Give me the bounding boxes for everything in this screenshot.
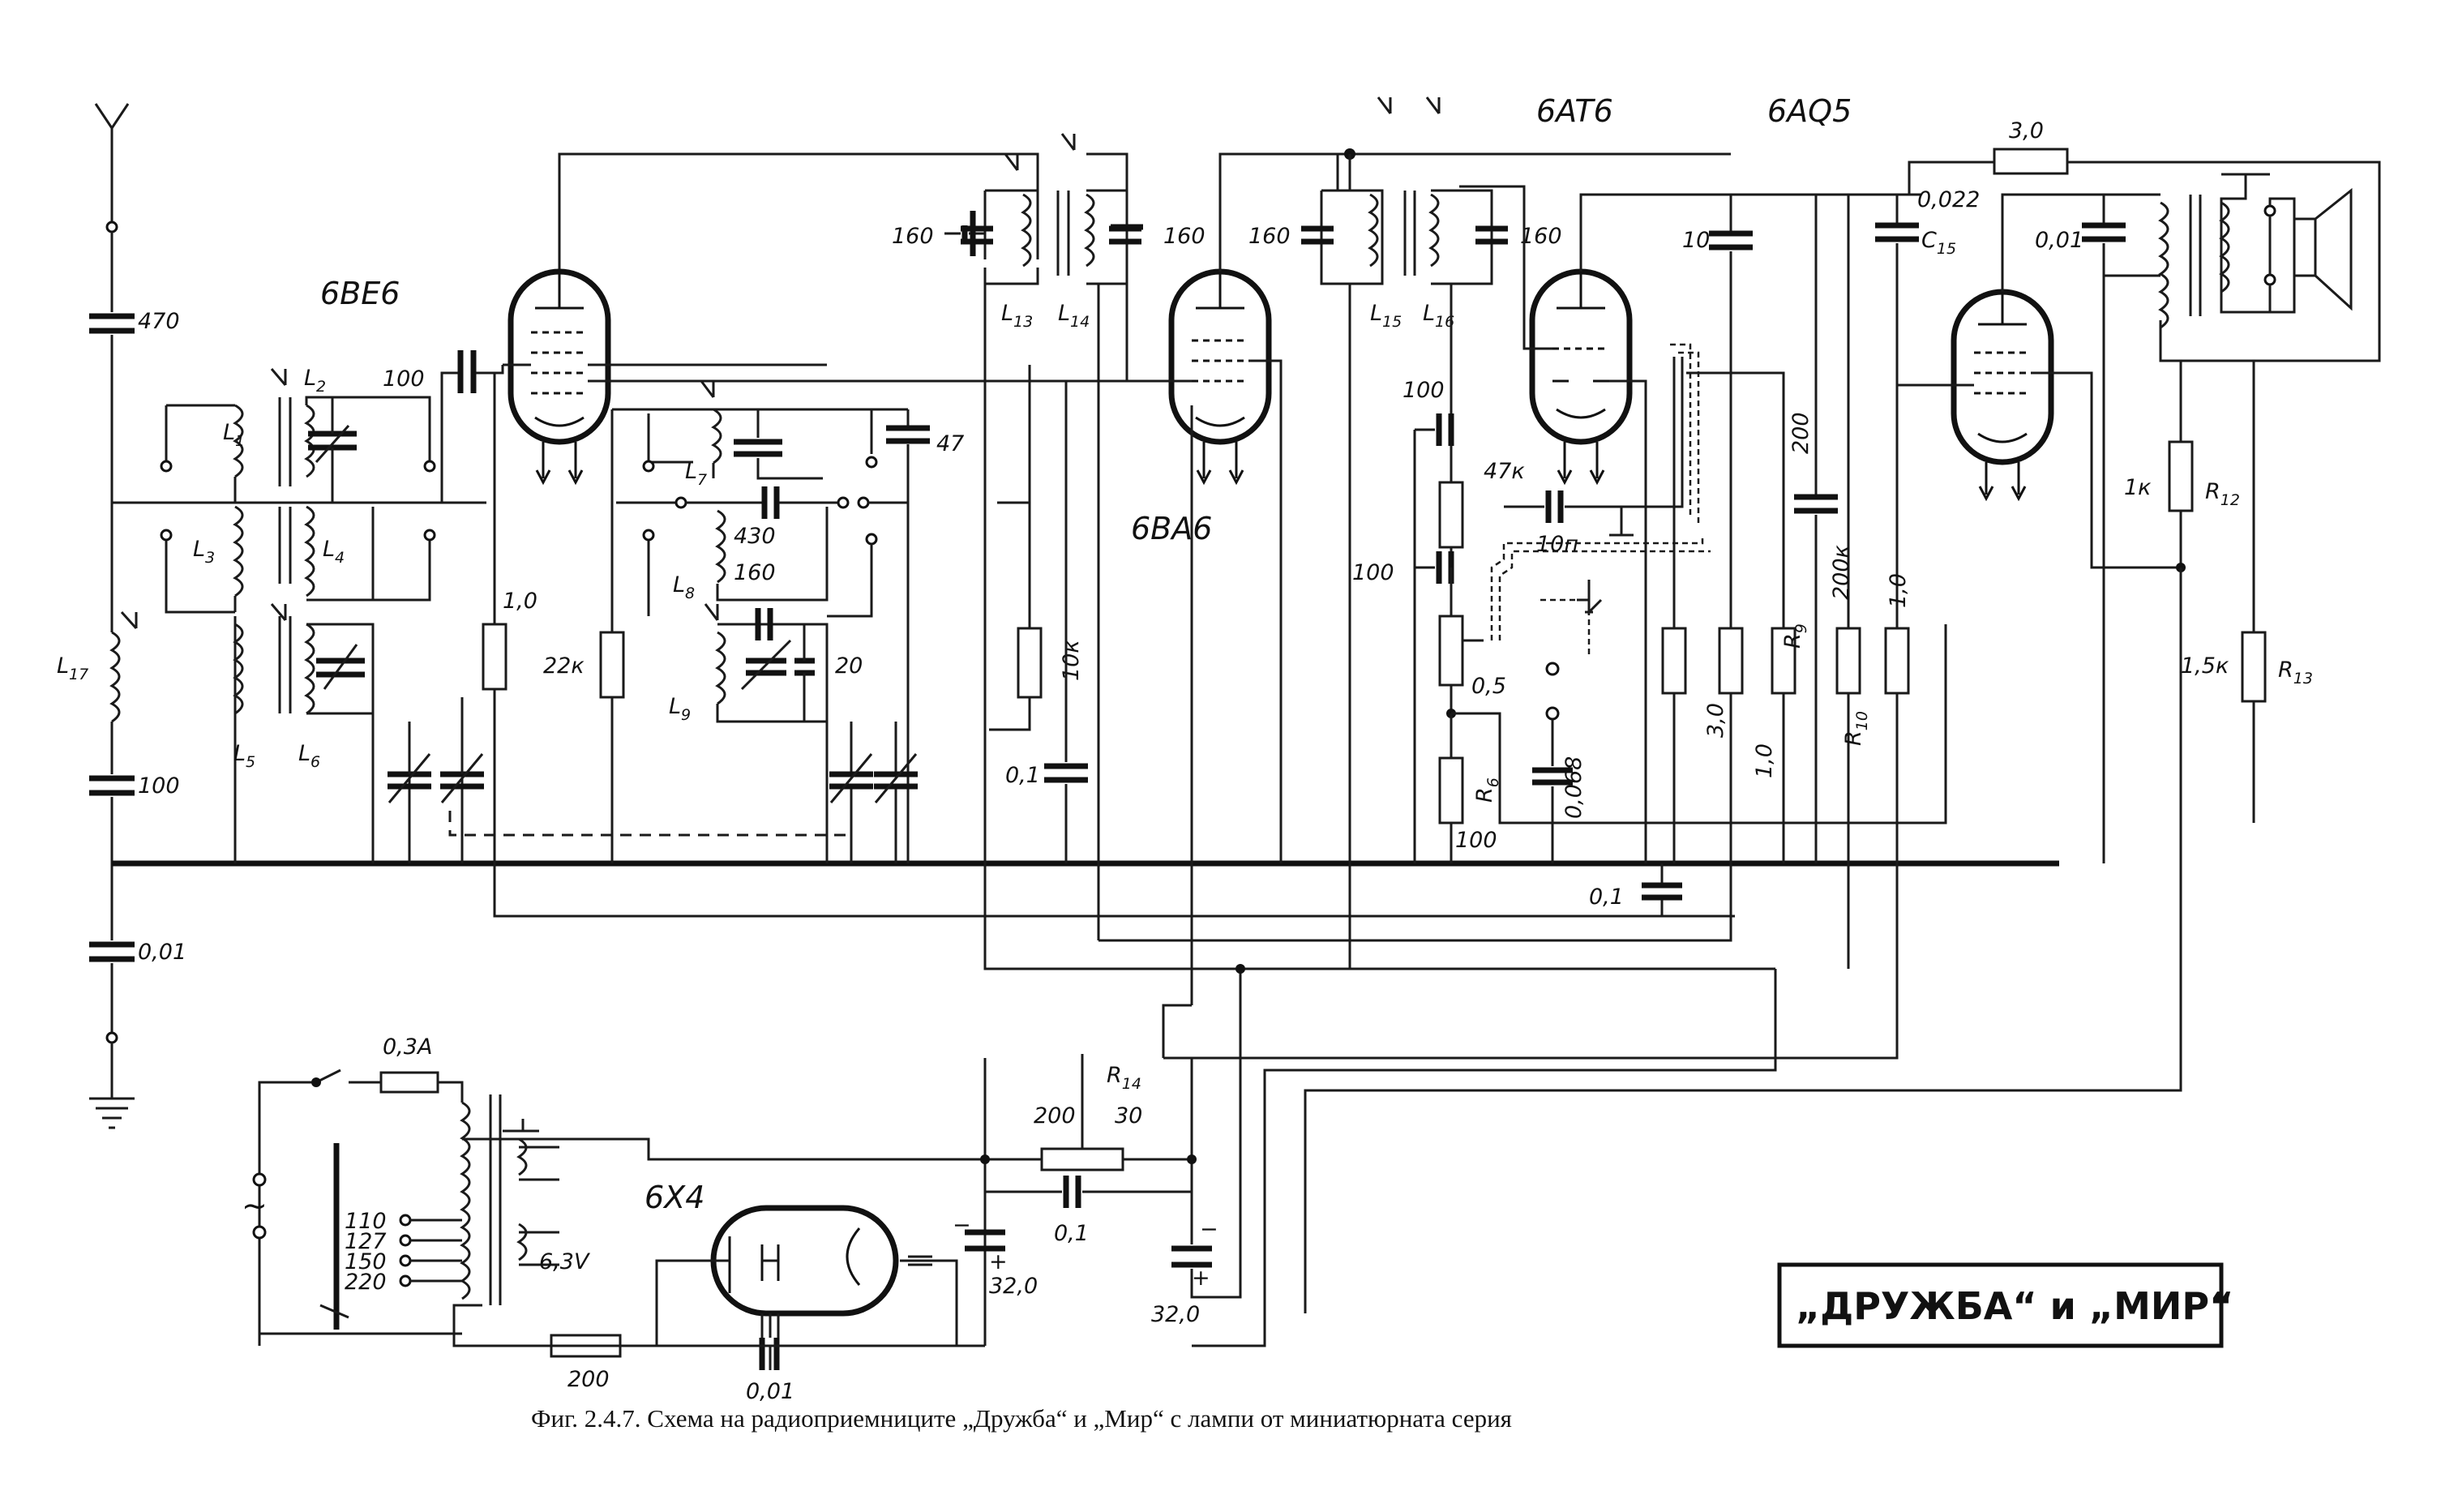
af-components: 3,0 10 1,0 R9 0,1: [1098, 195, 1810, 942]
r-1-0-out-label: 1,0: [1886, 573, 1911, 608]
fuse-label: 0,3А: [383, 1034, 432, 1060]
c-001-out-label: 0,01: [2035, 228, 2083, 253]
c-160-if2a-label: 160: [1248, 224, 1291, 249]
mains-symbol: ~: [242, 1188, 268, 1223]
figure-caption: Фиг. 2.4.7. Схема на радиоприемниците „Д…: [531, 1404, 1512, 1433]
c2-minus: −: [1200, 1217, 1218, 1242]
l2-label: L2: [304, 366, 326, 396]
l14-label: L14: [1058, 301, 1090, 331]
c15-value-label: 0,022: [1917, 187, 1980, 212]
c-100-det-b-label: 100: [1352, 560, 1394, 585]
r-200k-label: 200к: [1829, 544, 1854, 600]
r6-label: R6: [1472, 777, 1502, 803]
l17-label: L17: [57, 653, 88, 683]
c2-value: 32,0: [1151, 1302, 1200, 1327]
c-160-if1b-label: 160: [1163, 224, 1206, 249]
c15-label: C15: [1921, 228, 1956, 258]
title-box: „ДРУЖБА“ и „МИР“: [1777, 1262, 2233, 1348]
tap-220: 220: [345, 1270, 387, 1295]
c-160-osc-label: 160: [734, 560, 776, 585]
l3-label: L3: [193, 537, 215, 567]
c1-minus: −: [953, 1213, 971, 1238]
if2-transformer: 160 160 L15 L16: [1248, 96, 1731, 969]
c-20-label: 20: [835, 653, 863, 679]
c-0-068-label: 0,068: [1561, 756, 1587, 819]
r10-label: R10: [1841, 711, 1871, 746]
l4-label: L4: [323, 537, 345, 567]
c-160-if2b-label: 160: [1520, 224, 1562, 249]
c-430-label: 430: [734, 524, 776, 549]
c-200-label: 200: [1788, 412, 1814, 454]
c-100-det-a-label: 100: [1403, 378, 1445, 403]
tube-6x4-label: 6X4: [645, 1180, 704, 1215]
power-supply: ~ 0,3А 110 127 150 220 6,3V 200: [242, 964, 1777, 1404]
c-0-1-if1-label: 0,1: [1005, 763, 1040, 788]
c1-plus: +: [989, 1249, 1008, 1274]
l16-label: L16: [1423, 301, 1454, 331]
c-001-ps-label: 0,01: [746, 1379, 794, 1404]
tube-6at6-label: 6AT6: [1536, 93, 1613, 129]
c1-value: 32,0: [989, 1274, 1038, 1299]
c-160-if1a-label: 160: [892, 224, 934, 249]
r-200-in-label: 200: [567, 1367, 610, 1392]
c-470-label: 470: [138, 309, 180, 334]
r-1-0-label: 1,0: [503, 589, 537, 614]
r13-label: R13: [2278, 657, 2313, 687]
r14-b-label: 30: [1115, 1103, 1142, 1129]
l9-label: L9: [669, 694, 691, 724]
r13-value-label: 1,5к: [2181, 653, 2229, 679]
title-box-text: „ДРУЖБА“ и „МИР“: [1796, 1284, 2233, 1328]
tap-127: 127: [345, 1229, 387, 1254]
c-001-ant-label: 0,01: [138, 940, 186, 965]
l8-label: L8: [673, 572, 695, 602]
l1-label: L1: [223, 420, 245, 450]
c-100-ant-label: 100: [138, 773, 180, 799]
oscillator-section: 22к L7 47 430 160: [543, 380, 964, 863]
l6-label: L6: [298, 741, 320, 771]
tube-6ba6: 6BA6: [1127, 152, 1339, 1005]
tube-6be6: 6BE6: [320, 152, 1127, 486]
r9-value-label: 1,0: [1752, 743, 1777, 778]
l13-label: L13: [1001, 301, 1033, 331]
r14-a-label: 200: [1034, 1103, 1076, 1129]
r9-label: R9: [1780, 623, 1810, 649]
c2-plus: +: [1192, 1266, 1210, 1291]
r-22k-label: 22к: [543, 653, 585, 679]
tube-6aq5-label: 6AQ5: [1767, 93, 1852, 129]
r-47k-label: 47к: [1484, 459, 1525, 484]
input-coils: L1 L2 L3 L4 L5 L6 100 1,0: [112, 350, 1735, 918]
pot-0-5-label: 0,5: [1471, 674, 1506, 699]
if1-transformer: 160 160 L13 L14 10к 0,1: [892, 133, 1775, 970]
r-3-0-det-label: 3,0: [1703, 703, 1728, 738]
antenna-section: 470 100 0,01 L17: [57, 103, 186, 1129]
c-0-1-det-label: 0,1: [1589, 884, 1624, 910]
c-100-grid-label: 100: [383, 366, 425, 392]
r14-label: R14: [1107, 1063, 1141, 1093]
detector-section: 100 47к 100 0,5 R6 100 10п: [1352, 284, 1947, 863]
r12-value-label: 1к: [2124, 475, 2152, 500]
r6-value-label: 100: [1455, 828, 1497, 853]
c-10p-label: 10п: [1536, 532, 1578, 557]
r12-label: R12: [2205, 479, 2240, 509]
r-10k-label: 10к: [1059, 640, 1084, 681]
heater-label: 6,3V: [539, 1249, 591, 1274]
tube-6at6: 6AT6: [1492, 93, 1818, 863]
tap-150: 150: [345, 1249, 387, 1274]
c-47-label: 47: [936, 431, 964, 456]
c-0-1-ps-label: 0,1: [1054, 1221, 1089, 1246]
tube-6be6-label: 6BE6: [320, 276, 400, 311]
l7-label: L7: [685, 459, 707, 489]
r-3-0-fb-label: 3,0: [2009, 118, 2044, 143]
tap-110: 110: [345, 1209, 387, 1234]
l15-label: L15: [1370, 301, 1402, 331]
output-stage: 200 200к R10 1,0 0,022 C15 3,0 6AQ5 0,01: [1163, 93, 2381, 1313]
tube-6ba6-label: 6BA6: [1131, 511, 1212, 546]
l5-label: L5: [233, 741, 255, 771]
c-10-label: 10: [1682, 228, 1710, 253]
